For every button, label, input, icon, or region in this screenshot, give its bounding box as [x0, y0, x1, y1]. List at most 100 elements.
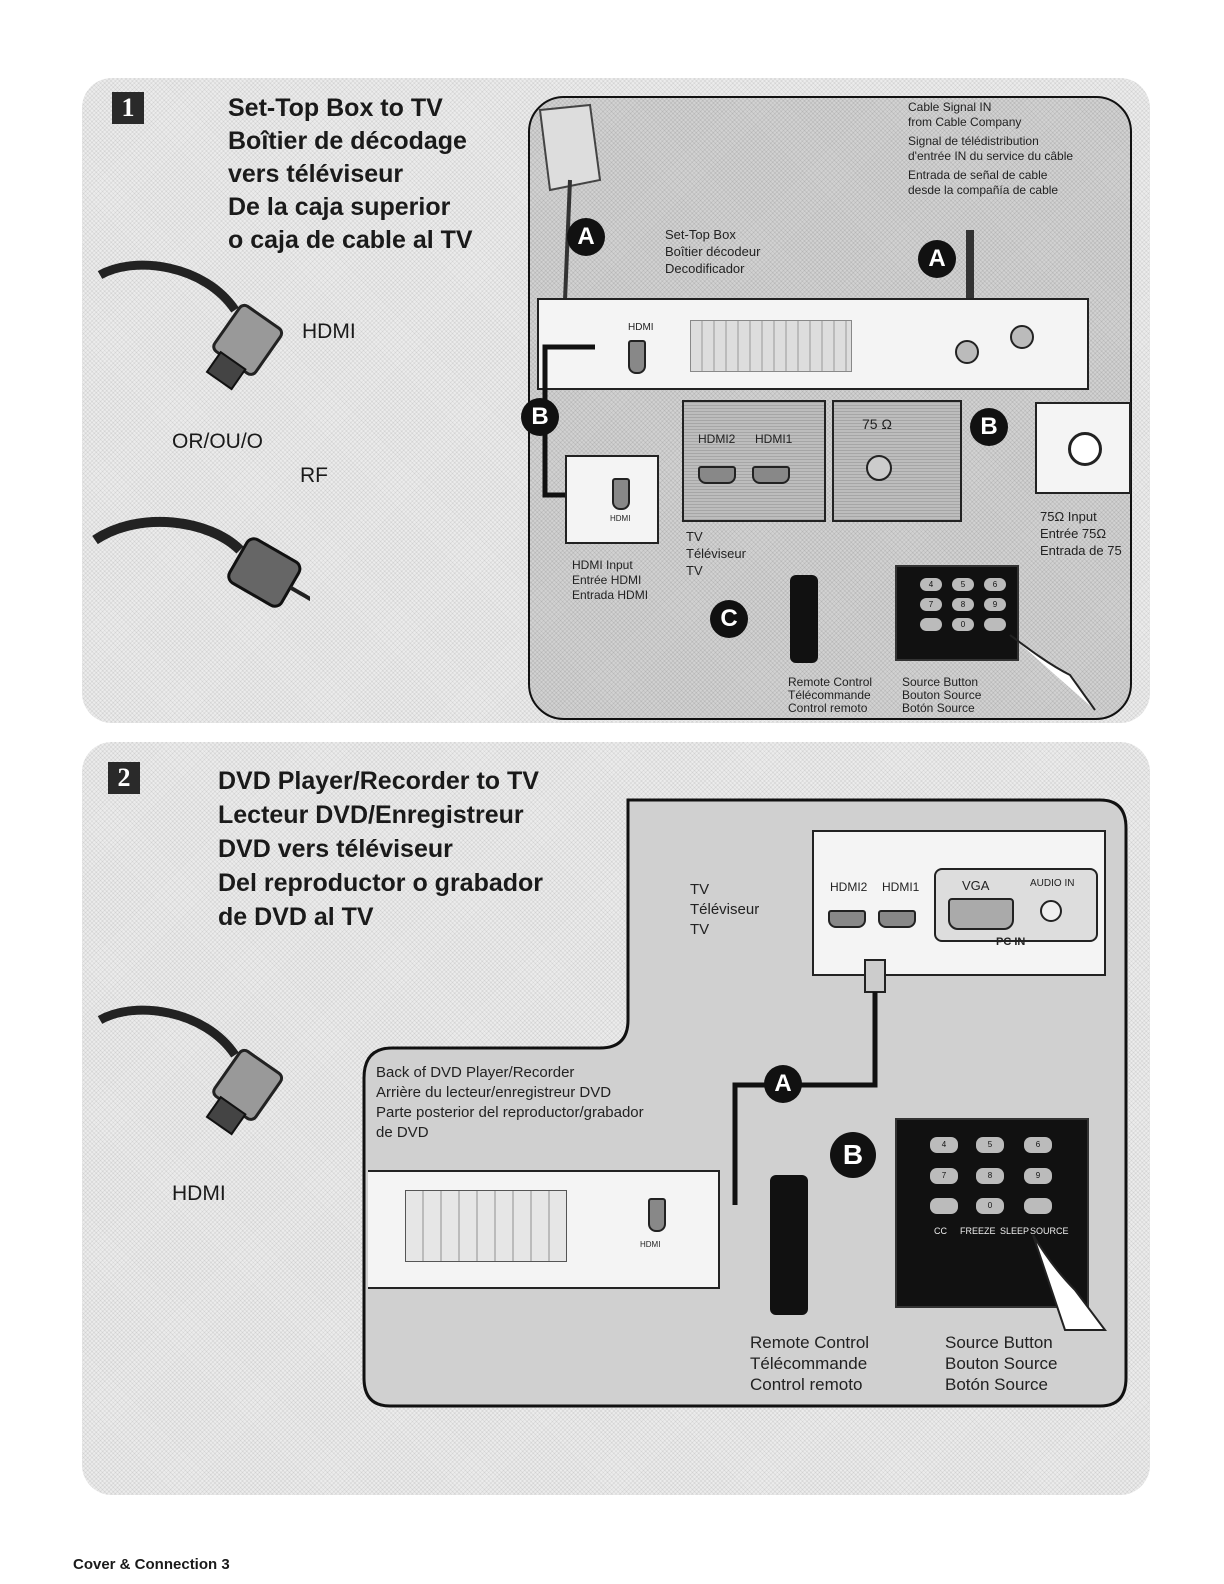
back-of-dvd-label: Back of DVD Player/Recorder Arrière du l…	[376, 1063, 644, 1143]
keypad-key-label: SOURCE	[1030, 1226, 1069, 1236]
label-line: 75Ω Input	[1040, 509, 1097, 524]
tv-label: TV Téléviseur TV	[686, 528, 746, 579]
label-line: TV	[686, 563, 703, 578]
label-line: Cable Signal IN	[908, 100, 992, 114]
label-line: Source Button	[902, 675, 979, 689]
keypad-key: 5	[952, 578, 974, 591]
port-label: HDMI	[610, 514, 631, 523]
satellite-dish-icon	[538, 103, 602, 301]
label-line: Bouton Source	[902, 688, 982, 702]
rf-cable-label: RF	[300, 464, 328, 487]
label-line: Télécommande	[750, 1354, 868, 1373]
label-line: Entrada de 75	[1040, 543, 1122, 558]
title-line: Boîtier de décodage	[228, 127, 467, 155]
port-label: HDMI1	[755, 432, 793, 446]
label-line: TV	[690, 921, 710, 938]
badge-b: B	[521, 398, 559, 436]
label-line: Signal de télédistribution	[908, 134, 1039, 148]
keypad-key: 8	[976, 1168, 1004, 1184]
badge-b: B	[970, 408, 1008, 446]
port-label: HDMI2	[830, 880, 868, 894]
label-line: Control remoto	[788, 701, 868, 715]
or-label: OR/OU/O	[172, 430, 264, 453]
hdmi-input-label: HDMI Input Entrée HDMI Entrada HDMI	[572, 558, 648, 603]
label-line: from Cable Company	[908, 115, 1022, 129]
remote-control-label: Remote Control Télécommande Control remo…	[750, 1332, 869, 1395]
title-line: de DVD al TV	[218, 903, 374, 931]
keypad-key: 4	[930, 1137, 958, 1153]
keypad-key: 9	[984, 598, 1006, 611]
port-label: HDMI1	[882, 880, 920, 894]
hdmi-port	[612, 478, 630, 510]
remote-control-label: Remote Control Télécommande Control remo…	[788, 676, 872, 715]
label-line: Parte posterior del reproductor/grabador	[376, 1104, 644, 1121]
hdmi1-port	[752, 466, 790, 484]
badge-b: B	[830, 1132, 876, 1178]
label-line: d'entrée IN du service du câble	[908, 149, 1074, 163]
label-line: Set-Top Box	[665, 227, 736, 242]
hdmi-cable-illustration	[97, 1005, 284, 1136]
title-line: De la caja superior	[228, 193, 451, 221]
label-line: Boîtier décodeur	[665, 244, 761, 259]
page-footer: Cover & Connection 3	[73, 1556, 230, 1573]
keypad-key: 7	[930, 1168, 958, 1184]
keypad-key	[1024, 1198, 1052, 1214]
label-line: Téléviseur	[686, 546, 746, 561]
title-line: Lecteur DVD/Enregistreur	[218, 801, 524, 829]
step-1-title: Set-Top Box to TV Boîtier de décodage ve…	[228, 92, 473, 257]
keypad-key	[920, 618, 942, 631]
port-label: AUDIO IN	[1030, 878, 1075, 889]
keypad-key	[930, 1198, 958, 1214]
port-label: HDMI	[628, 322, 654, 333]
keypad-key: 0	[952, 618, 974, 631]
pointing-hand-icon	[1009, 634, 1096, 711]
label-line: Decodificador	[665, 261, 745, 276]
audio-in-port	[1040, 900, 1062, 922]
hdmi-cable-label: HDMI	[172, 1182, 226, 1205]
label-line: desde la compañía de cable	[908, 183, 1059, 197]
label-line: HDMI Input	[572, 558, 633, 572]
hdmi-cable-line	[732, 959, 886, 1205]
label-line: Entrée 75Ω	[1040, 526, 1107, 541]
hdmi-cable-illustration	[97, 260, 284, 391]
badge-a: A	[567, 218, 605, 256]
port-label: VGA	[962, 878, 990, 893]
step-2-number: 2	[108, 762, 140, 794]
label-line: Entrada HDMI	[572, 588, 649, 602]
step-2-title: DVD Player/Recorder to TV Lecteur DVD/En…	[218, 764, 543, 934]
keypad-key: 8	[952, 598, 974, 611]
title-line: DVD vers téléviseur	[218, 835, 453, 863]
remote-control-icon	[790, 575, 818, 663]
hdmi-cable-label: HDMI	[302, 320, 356, 343]
label-line: Back of DVD Player/Recorder	[376, 1064, 575, 1081]
av-ports	[690, 320, 852, 372]
label-line: Control remoto	[750, 1375, 863, 1394]
keypad-key-label: FREEZE	[960, 1226, 996, 1236]
cable-in-port	[955, 340, 979, 364]
keypad-key: 9	[1024, 1168, 1052, 1184]
label-line: Téléviseur	[690, 901, 760, 918]
port-label: PC IN	[996, 936, 1026, 948]
keypad-key: 0	[976, 1198, 1004, 1214]
keypad-key: 6	[984, 578, 1006, 591]
keypad-key: 5	[976, 1137, 1004, 1153]
hdmi-port	[648, 1198, 666, 1232]
coax-cable	[966, 230, 974, 310]
title-line: Del reproductor o grabador	[218, 869, 544, 897]
set-top-box-diagram	[528, 96, 1132, 720]
label-line: Télécommande	[788, 688, 871, 702]
label-line: Arrière du lecteur/enregistreur DVD	[376, 1084, 612, 1101]
keypad-key-label: CC	[934, 1226, 947, 1236]
cable-signal-label: Cable Signal IN from Cable Company Signa…	[908, 100, 1073, 198]
step-1-number: 1	[112, 92, 144, 124]
rf-cable-illustration	[92, 516, 310, 608]
source-button-label: Source Button Bouton Source Botón Source	[902, 676, 981, 715]
keypad-key	[984, 618, 1006, 631]
rf-port	[1068, 432, 1102, 466]
label-line: Botón Source	[945, 1375, 1049, 1394]
port-label: 75 Ω	[862, 416, 892, 432]
vga-port	[948, 898, 1014, 930]
title-line: DVD Player/Recorder to TV	[218, 767, 539, 795]
remote-control-icon	[770, 1175, 808, 1315]
label-line: Entrada de señal de cable	[908, 168, 1048, 182]
